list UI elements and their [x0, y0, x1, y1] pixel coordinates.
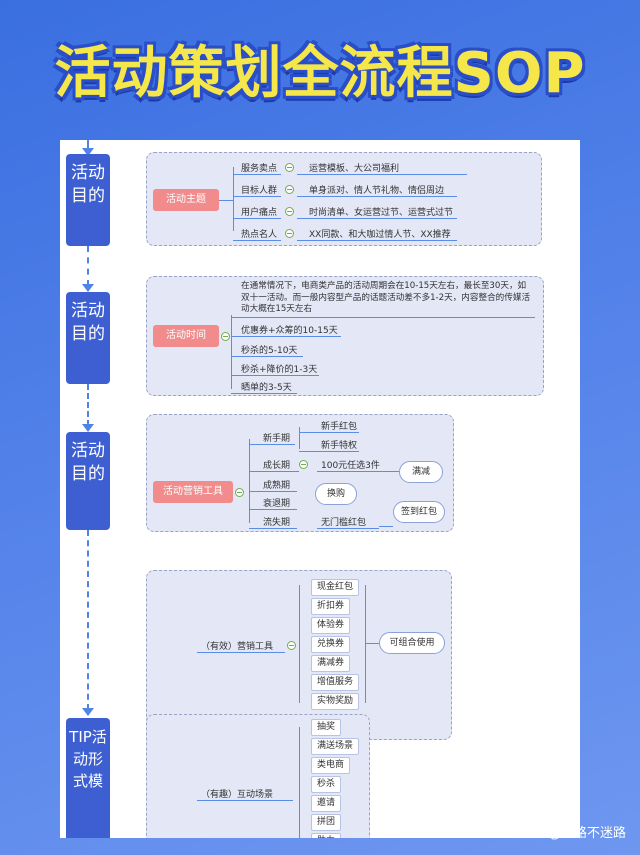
effective-item: 体验券	[311, 617, 351, 634]
timing-item: 秒杀+降价的1-3天	[241, 365, 318, 375]
theme-value: 单身派对、情人节礼物、情侣周边	[309, 186, 445, 196]
theme-value: XX同款、和大咖过情人节、XX推荐	[309, 230, 451, 240]
collapse-icon[interactable]	[299, 460, 308, 469]
tools-group: 活动营销工具 新手期 新手红包 新手特权 成长期 100元任选3件 成熟期 衰退…	[146, 414, 454, 532]
stage-label: 成熟期	[263, 481, 291, 491]
collapse-icon[interactable]	[285, 207, 294, 216]
flow-arrow-icon	[82, 708, 94, 716]
theme-label: 热点名人	[241, 230, 278, 240]
full-reduce-node: 满减	[399, 461, 443, 483]
timing-item: 晒单的3-5天	[241, 383, 292, 393]
fun-item: 类电商	[311, 757, 351, 774]
theme-label: 服务卖点	[241, 164, 278, 174]
flow-connector	[87, 140, 89, 150]
fun-item: 秒杀	[311, 776, 342, 793]
effective-item: 兑换券	[311, 636, 351, 653]
flow-connector	[87, 246, 89, 286]
theme-label: 目标人群	[241, 186, 278, 196]
effective-item: 满减券	[311, 655, 351, 672]
flow-block-2: 活动目的	[66, 292, 110, 384]
watermark: 头条 @小路不迷路	[517, 826, 626, 841]
flow-connector	[87, 530, 89, 710]
effective-root-node: （有效）营销工具	[201, 642, 274, 652]
mindmap-paper: 活动目的 活动目的 活动目的 TIP活动形式模 活动主题 服务卖点 运营模板、大…	[60, 140, 580, 838]
fun-root-node: （有趣）互动场景	[201, 790, 274, 800]
stage-label: 新手期	[263, 434, 291, 444]
effective-item: 折扣券	[311, 598, 351, 615]
newbie-item: 新手特权	[321, 441, 358, 451]
fun-item: 满送场景	[311, 738, 360, 755]
theme-value: 运营模板、大公司福利	[309, 164, 400, 174]
effective-item: 实物奖励	[311, 693, 360, 710]
timing-group: 活动时间 在通常情况下，电商类产品的活动周期会在10-15天左右，最长至30天，…	[146, 276, 544, 396]
swap-node: 换购	[315, 483, 357, 505]
theme-label: 用户痛点	[241, 208, 278, 218]
tools-root-node: 活动营销工具	[153, 481, 233, 503]
growth-item: 100元任选3件	[321, 461, 380, 471]
collapse-icon[interactable]	[221, 332, 230, 341]
fun-item: 邀请	[311, 795, 342, 812]
collapse-icon[interactable]	[285, 163, 294, 172]
stage-label: 衰退期	[263, 499, 291, 509]
timing-root-node: 活动时间	[153, 325, 219, 347]
theme-root-node: 活动主题	[153, 189, 219, 211]
timing-item: 优惠券+众筹的10-15天	[241, 326, 338, 336]
flow-block-3: 活动目的	[66, 432, 110, 530]
fun-item: 助力	[311, 833, 342, 838]
collapse-icon[interactable]	[235, 488, 244, 497]
flow-arrow-icon	[82, 284, 94, 292]
effective-tools-group: （有效）营销工具 现金红包 折扣券 体验券 兑换券 满减券 增值服务 实物奖励 …	[146, 570, 452, 740]
theme-value: 时尚清单、女运营过节、运营式过节	[309, 208, 454, 218]
effective-item: 增值服务	[311, 674, 360, 691]
page-title: 活动策划全流程SOP	[54, 41, 586, 106]
effective-item: 现金红包	[311, 579, 360, 596]
timing-intro: 在通常情况下，电商类产品的活动周期会在10-15天左右，最长至30天，如双十一活…	[241, 281, 531, 314]
flow-block-4: TIP活动形式模	[66, 718, 110, 838]
flow-arrow-icon	[82, 148, 94, 156]
collapse-icon[interactable]	[285, 229, 294, 238]
flow-connector	[87, 384, 89, 426]
collapse-icon[interactable]	[287, 641, 296, 650]
no-threshold-item: 无门槛红包	[321, 518, 367, 528]
newbie-item: 新手红包	[321, 422, 358, 432]
stage-label: 成长期	[263, 461, 291, 471]
fun-scene-group: （有趣）互动场景 抽奖 满送场景 类电商 秒杀 邀请 拼团 助力	[146, 714, 370, 838]
checkin-node: 签到红包	[393, 501, 445, 523]
timing-item: 秒杀的5-10天	[241, 346, 298, 356]
fun-item: 抽奖	[311, 719, 342, 736]
flow-arrow-icon	[82, 424, 94, 432]
theme-group: 活动主题 服务卖点 运营模板、大公司福利 目标人群 单身派对、情人节礼物、情侣周…	[146, 152, 542, 246]
fun-item: 拼团	[311, 814, 342, 831]
combo-note: 可组合使用	[379, 632, 445, 654]
stage-label: 流失期	[263, 518, 291, 528]
flow-block-1: 活动目的	[66, 154, 110, 246]
collapse-icon[interactable]	[285, 185, 294, 194]
